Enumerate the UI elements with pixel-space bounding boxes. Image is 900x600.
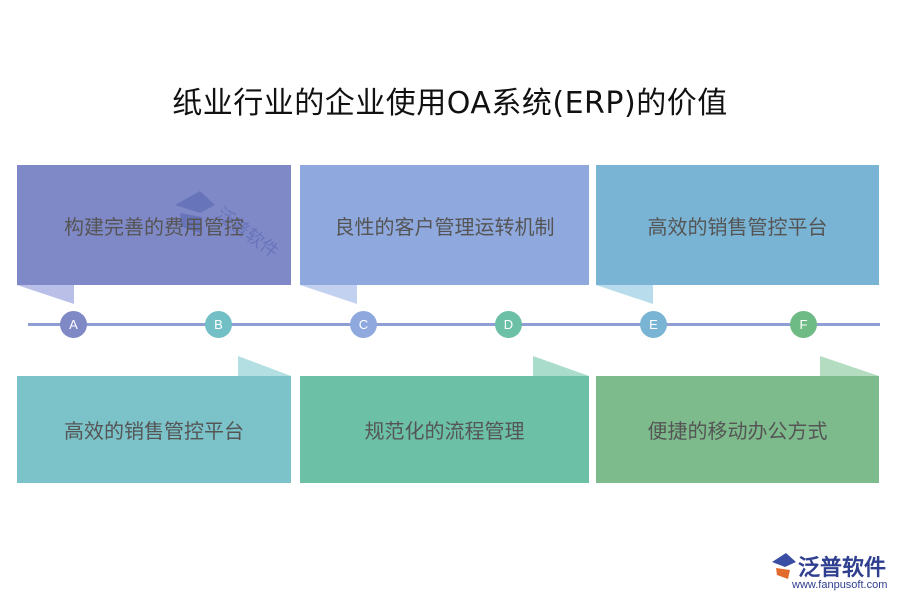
- brand-url: www.fanpusoft.com: [792, 579, 888, 591]
- brand-logo: 泛普软件 www.fanpusoft.com: [770, 550, 895, 596]
- timeline-point-a: A: [60, 311, 87, 338]
- value-card-sales-platform: 高效的销售管控平台: [596, 165, 879, 285]
- card-pointer-tab: [820, 356, 879, 376]
- value-card-expense-control: 构建完善的费用管控: [17, 165, 291, 285]
- value-card-customer-management: 良性的客户管理运转机制: [300, 165, 589, 285]
- card-label: 高效的销售管控平台: [647, 214, 828, 239]
- brand-logo-icon: [772, 553, 796, 579]
- value-card-process-management: 规范化的流程管理: [300, 376, 589, 483]
- timeline-point-f: F: [790, 311, 817, 338]
- value-card-sales-platform-2: 高效的销售管控平台: [17, 376, 291, 483]
- card-pointer-tab: [238, 356, 291, 376]
- card-pointer-tab: [17, 285, 74, 304]
- timeline-point-b: B: [205, 311, 232, 338]
- card-label: 高效的销售管控平台: [64, 419, 244, 443]
- card-label: 良性的客户管理运转机制: [334, 214, 555, 239]
- card-pointer-tab: [596, 285, 653, 304]
- timeline-point-c: C: [350, 311, 377, 338]
- brand-name: 泛普软件: [798, 556, 887, 581]
- value-card-mobile-office: 便捷的移动办公方式: [596, 376, 879, 483]
- timeline-point-e: E: [640, 311, 667, 338]
- timeline-point-d: D: [495, 311, 522, 338]
- card-label: 规范化的流程管理: [364, 419, 525, 443]
- card-pointer-tab: [533, 356, 589, 376]
- card-pointer-tab: [300, 285, 357, 304]
- card-label: 构建完善的费用管控: [64, 214, 244, 239]
- timeline-line: [28, 323, 880, 326]
- page-title: 纸业行业的企业使用OA系统(ERP)的价值: [172, 86, 728, 121]
- card-label: 便捷的移动办公方式: [647, 419, 828, 443]
